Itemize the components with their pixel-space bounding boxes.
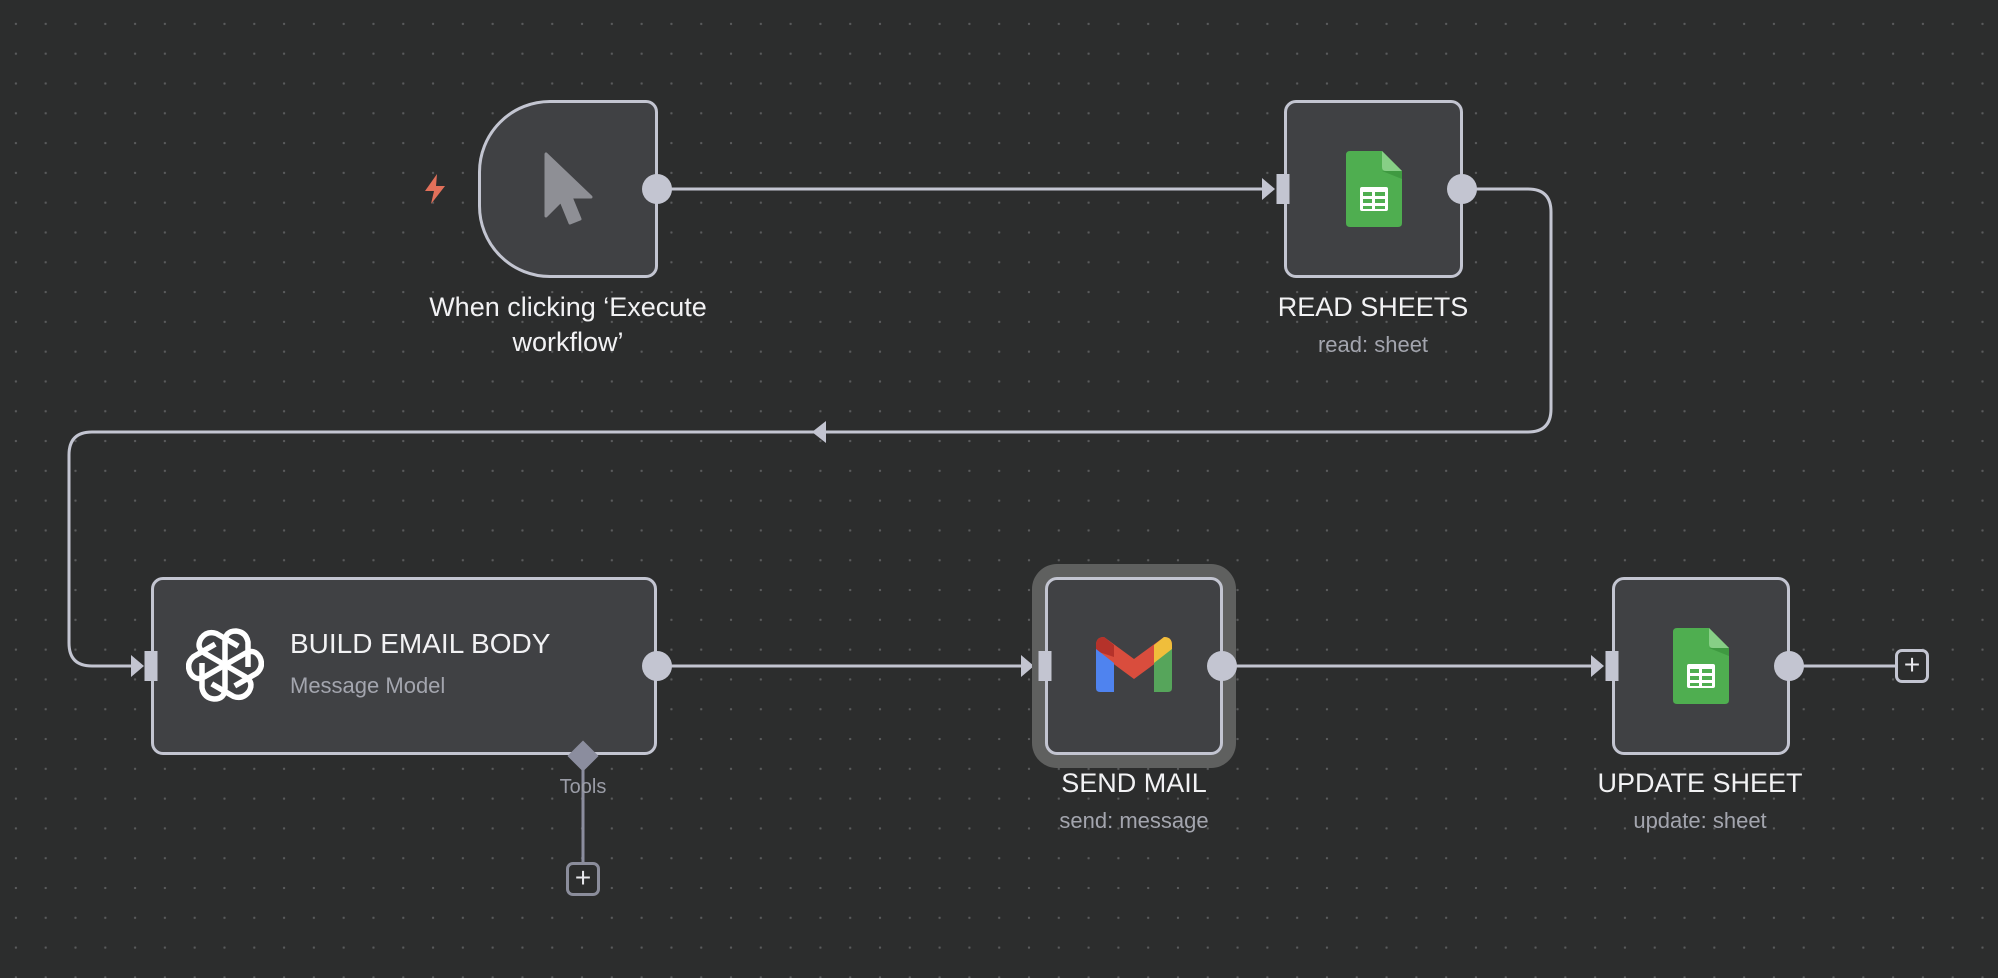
trigger-title: When clicking ‘Execute workflow’ [429, 292, 707, 357]
build-email-body-output-port[interactable] [642, 651, 672, 681]
read-sheets-node[interactable] [1284, 100, 1463, 278]
add-tool-button[interactable]: + [566, 862, 600, 896]
send-mail-node[interactable] [1045, 577, 1223, 755]
update-sheet-output-port[interactable] [1774, 651, 1804, 681]
google-sheets-icon [1345, 151, 1402, 227]
read-sheets-subtitle: read: sheet [1317, 332, 1429, 357]
read-sheets-title: READ SHEETS [1277, 292, 1469, 322]
send-mail-title: SEND MAIL [1061, 768, 1207, 798]
build-email-body-input-port[interactable] [144, 651, 158, 681]
openai-icon [186, 626, 264, 704]
trigger-output-port[interactable] [642, 174, 672, 204]
update-sheet-input-port[interactable] [1605, 651, 1619, 681]
update-sheet-node[interactable] [1612, 577, 1790, 755]
send-mail-subtitle: send: message [1059, 808, 1209, 833]
build-email-body-title: BUILD EMAIL BODY [290, 628, 551, 659]
add-next-node-button[interactable]: + [1895, 649, 1929, 683]
cursor-icon [544, 152, 593, 225]
tools-port-label: Tools [559, 776, 607, 798]
update-sheet-subtitle: update: sheet [1633, 808, 1767, 833]
build-email-body-subtitle: Message Model [290, 673, 446, 698]
gmail-icon [1096, 637, 1172, 692]
build-email-body-node[interactable] [151, 577, 657, 755]
read-sheets-input-port[interactable] [1276, 174, 1290, 204]
send-mail-input-port[interactable] [1038, 651, 1052, 681]
arrowhead-icon [1021, 655, 1034, 677]
google-sheets-icon [1673, 628, 1729, 704]
arrowhead-icon [131, 655, 144, 677]
update-sheet-title: UPDATE SHEET [1597, 768, 1803, 798]
arrowhead-icon [1591, 655, 1604, 677]
arrowhead-icon [1262, 178, 1275, 200]
read-sheets-output-port[interactable] [1447, 174, 1477, 204]
arrowhead-icon [812, 421, 826, 443]
edge-read-sheets-to-build-email[interactable] [67, 187, 1553, 668]
send-mail-output-port[interactable] [1207, 651, 1237, 681]
lightning-bolt-icon [425, 174, 445, 204]
trigger-node[interactable] [478, 100, 658, 278]
